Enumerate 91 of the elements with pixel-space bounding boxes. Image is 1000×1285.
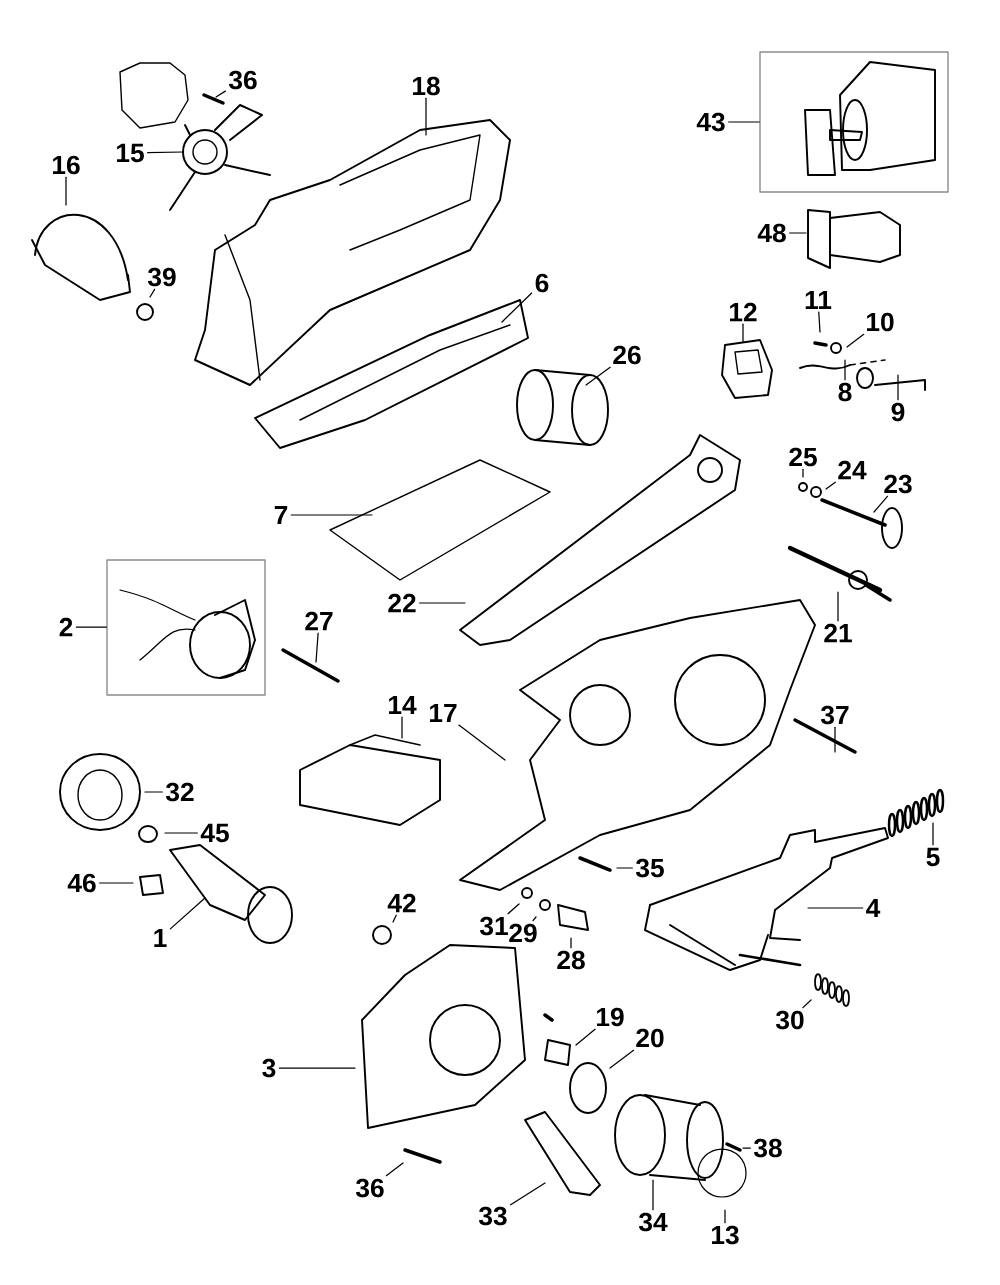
callout-number: 45 xyxy=(200,823,229,843)
callout-number: 36 xyxy=(228,70,257,90)
callout-number: 3 xyxy=(262,1058,276,1078)
inset-frame xyxy=(759,51,949,193)
callout-number: 35 xyxy=(635,858,664,878)
callout-number: 34 xyxy=(638,1212,668,1232)
callout-number: 30 xyxy=(775,1010,804,1030)
leader-line xyxy=(532,916,537,922)
leader-line xyxy=(401,716,403,739)
callout-number: 20 xyxy=(636,1028,664,1048)
callout-number: 24 xyxy=(838,460,867,480)
leader-line xyxy=(149,288,156,298)
leader-line xyxy=(164,832,198,834)
leader-line xyxy=(169,897,206,930)
leader-line xyxy=(897,374,899,401)
callout-number: 7 xyxy=(274,505,288,525)
leader-line xyxy=(147,151,184,154)
leader-line xyxy=(99,882,134,884)
leader-line xyxy=(585,366,611,386)
callout-number: 26 xyxy=(613,345,641,365)
callout-number: 12 xyxy=(730,302,757,322)
leader-line xyxy=(742,323,744,343)
callout-number: 13 xyxy=(712,1225,739,1245)
callout-number: 36 xyxy=(355,1178,384,1198)
callout-number: 10 xyxy=(867,312,894,332)
callout-number: 46 xyxy=(67,873,96,893)
callout-number: 16 xyxy=(53,155,80,175)
callout-number: 32 xyxy=(165,782,194,802)
leader-line xyxy=(873,495,889,513)
leader-line xyxy=(802,468,804,478)
leader-line xyxy=(315,632,319,663)
leader-line xyxy=(570,937,572,949)
callout-number: 9 xyxy=(891,402,905,422)
leader-line xyxy=(825,481,836,490)
callout-number: 2 xyxy=(59,617,73,637)
leader-line xyxy=(609,1049,635,1069)
callout-number: 28 xyxy=(557,950,585,970)
leader-line xyxy=(385,1162,404,1177)
callout-number: 1 xyxy=(154,928,167,948)
leader-line xyxy=(834,726,836,753)
callout-number: 29 xyxy=(509,923,537,943)
leader-line xyxy=(144,791,163,793)
leader-line xyxy=(419,602,466,604)
callout-number: 33 xyxy=(478,1206,507,1226)
callout-number: 19 xyxy=(597,1007,624,1027)
callout-number: 17 xyxy=(430,703,457,723)
callout-number: 8 xyxy=(838,382,852,402)
callout-number: 15 xyxy=(117,143,144,163)
callout-number: 27 xyxy=(305,611,333,631)
callout-number: 43 xyxy=(696,112,725,132)
leader-line xyxy=(932,822,934,846)
leader-line xyxy=(575,1028,596,1046)
callout-number: 38 xyxy=(753,1138,782,1158)
leader-line xyxy=(724,1209,726,1224)
callout-number: 18 xyxy=(413,76,440,96)
callout-number: 21 xyxy=(824,623,852,643)
callout-number: 22 xyxy=(388,593,416,613)
leader-line xyxy=(616,867,633,869)
leader-line xyxy=(215,90,226,98)
leader-line xyxy=(392,914,397,923)
leader-line xyxy=(278,1067,356,1069)
leader-line xyxy=(742,1147,751,1149)
leader-line xyxy=(652,1179,654,1211)
leader-line xyxy=(510,1182,546,1206)
callout-number: 39 xyxy=(147,267,176,287)
callout-number: 5 xyxy=(926,847,940,867)
callout-number: 14 xyxy=(389,695,417,715)
callout-number: 25 xyxy=(789,447,817,467)
callout-number: 42 xyxy=(387,893,416,913)
leader-line xyxy=(75,626,107,628)
callout-number: 48 xyxy=(757,223,786,243)
leader-line xyxy=(425,97,427,136)
leader-line xyxy=(728,121,760,123)
callout-number: 31 xyxy=(479,916,508,936)
leader-line xyxy=(507,903,520,915)
leader-line xyxy=(807,907,864,909)
leader-line xyxy=(818,311,821,333)
leader-line xyxy=(290,514,373,516)
leader-line xyxy=(844,359,846,381)
inset-frame xyxy=(106,559,266,696)
callout-number: 11 xyxy=(805,290,832,310)
callout-number: 6 xyxy=(535,273,549,293)
leader-line xyxy=(789,232,807,234)
leader-line xyxy=(65,176,67,206)
callout-number: 23 xyxy=(884,474,912,494)
leader-line xyxy=(846,333,865,348)
leader-line xyxy=(837,591,839,622)
leader-line xyxy=(802,999,812,1009)
callout-number: 37 xyxy=(820,705,849,725)
leader-line xyxy=(458,724,506,761)
callout-number: 4 xyxy=(866,898,881,918)
